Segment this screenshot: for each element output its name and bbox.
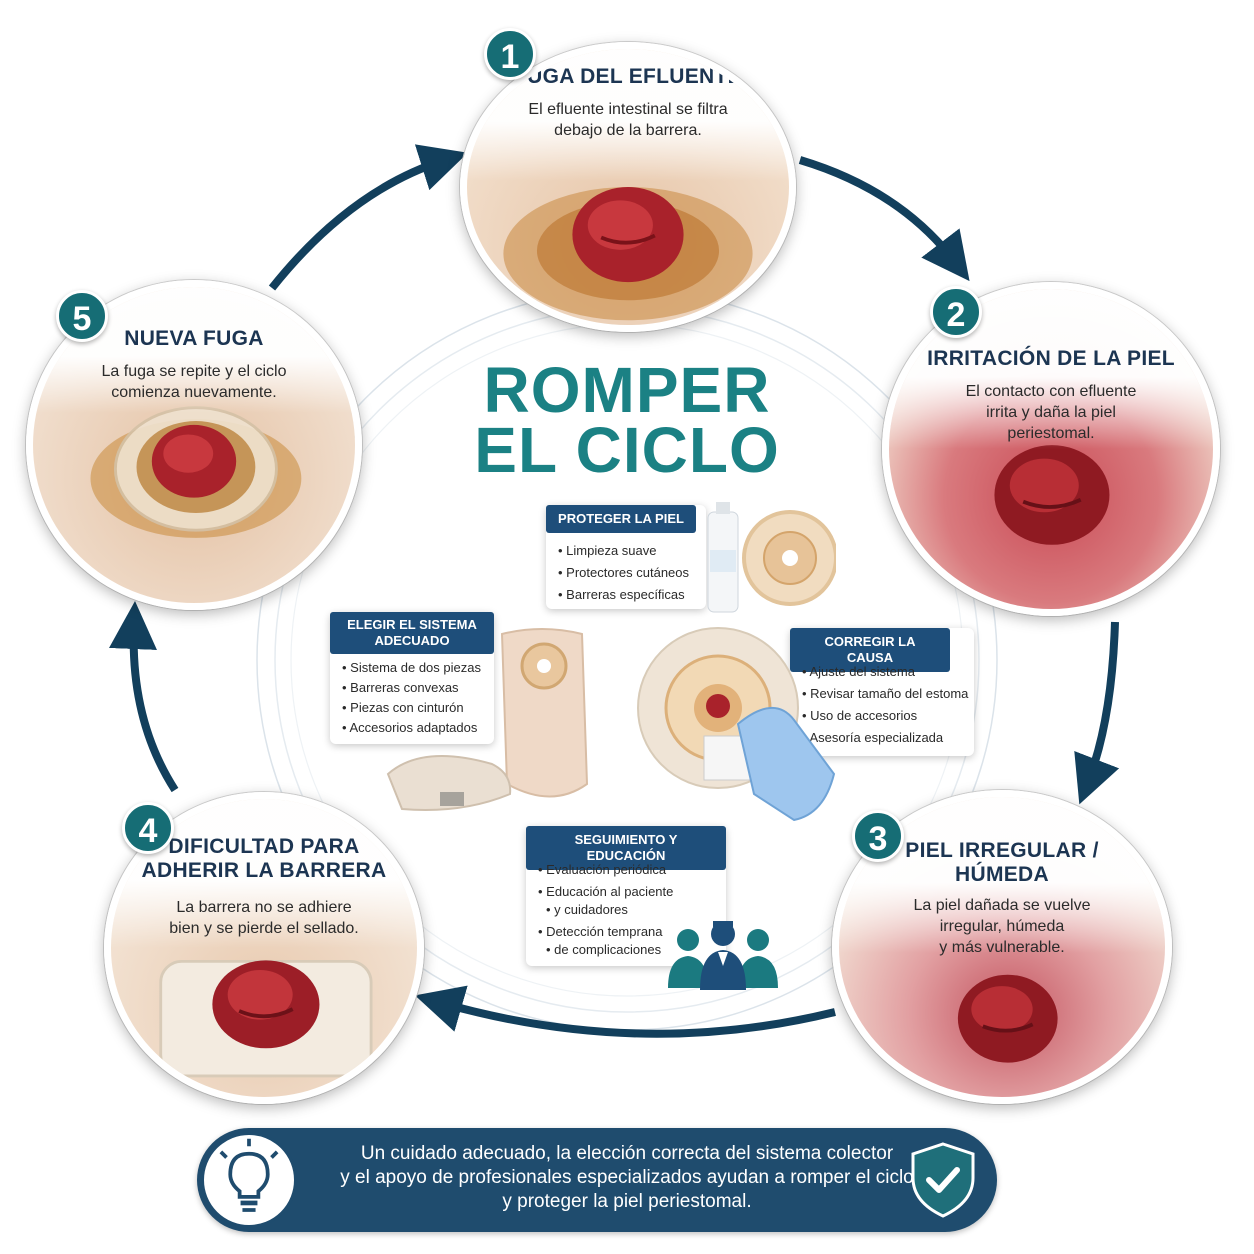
card-correct-cause: CORREGIR LA CAUSA Ajuste del sistema Rev…	[790, 628, 974, 756]
list-item: de complicaciones	[538, 942, 673, 958]
stage-3-number: 3	[852, 810, 904, 862]
arrow-4-5	[109, 601, 179, 793]
list-item: Evaluación periódica	[538, 862, 673, 878]
arrow-5-1	[268, 144, 468, 291]
list-item: Protectores cutáneos	[558, 565, 689, 581]
list-item: Barreras específicas	[558, 587, 689, 603]
list-item: y cuidadores	[538, 902, 673, 918]
stage-2-number: 2	[930, 286, 982, 338]
card-protect-skin: PROTEGER LA PIEL Limpieza suave Protecto…	[546, 505, 706, 609]
list-item: Ajuste del sistema	[802, 664, 968, 680]
card-protect-header: PROTEGER LA PIEL	[546, 505, 696, 533]
people-icon	[668, 921, 778, 990]
list-item: Barreras convexas	[342, 680, 481, 696]
list-item: Uso de accesorios	[802, 708, 968, 724]
list-item: Asesoría especializada	[802, 730, 968, 746]
stage-2-title: IRRITACIÓN DE LA PIEL	[927, 347, 1175, 370]
list-item: Revisar tamaño del estoma	[802, 686, 968, 702]
list-item: Piezas con cinturón	[342, 700, 481, 716]
list-item: Limpieza suave	[558, 543, 689, 559]
pouch-and-belt-products	[386, 628, 589, 811]
arrow-2-3	[1074, 621, 1120, 805]
stage-5-number: 5	[56, 290, 108, 342]
stage-4-number: 4	[122, 802, 174, 854]
stage-2-circle: IRRITACIÓN DE LA PIEL El contacto con ef…	[882, 282, 1220, 616]
stage-1-title: FUGA DEL EFLUENTE	[514, 65, 742, 88]
stage-1-circle: FUGA DEL EFLUENTE El efluente intestinal…	[460, 42, 796, 332]
stage-1-number: 1	[484, 28, 536, 80]
stage-3-title: PIEL IRREGULAR /HÚMEDA	[905, 839, 1099, 886]
list-item: Sistema de dos piezas	[342, 660, 481, 676]
list-item: Accesorios adaptados	[342, 720, 481, 736]
stage-5-title: NUEVA FUGA	[124, 327, 264, 350]
main-title: ROMPER EL CICLO	[474, 354, 780, 486]
arrow-1-2	[798, 156, 970, 282]
list-item: Educación al paciente	[538, 884, 673, 900]
lightbulb-icon	[201, 1132, 297, 1228]
barrier-fitting-photo	[637, 627, 836, 822]
shield-check-icon	[911, 1142, 975, 1218]
skin-protector-products	[707, 502, 836, 613]
summary-banner: Un cuidado adecuado, la elección correct…	[197, 1128, 997, 1232]
banner-message: Un cuidado adecuado, la elección correct…	[340, 1143, 914, 1212]
list-item: Detección temprana	[538, 924, 673, 940]
arrow-3-4	[414, 985, 836, 1038]
